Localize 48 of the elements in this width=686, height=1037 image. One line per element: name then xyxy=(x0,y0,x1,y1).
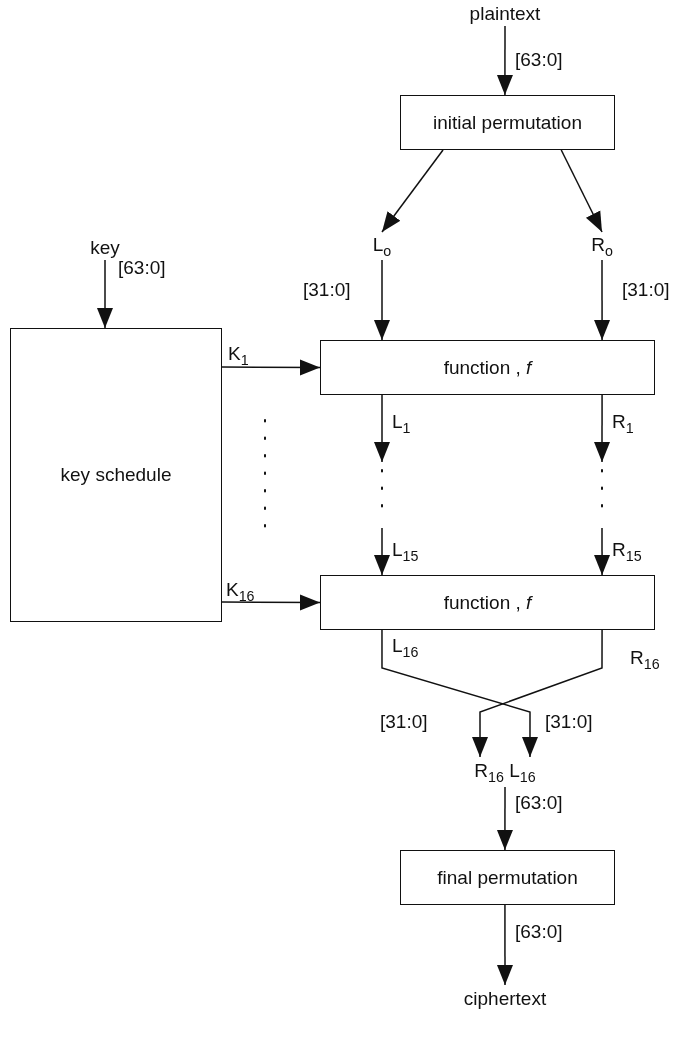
edge-label: R$_{16}$ xyxy=(630,648,660,673)
edge-label: [31:0] xyxy=(622,280,670,301)
arrow xyxy=(221,594,321,611)
edge-label: R$_{1}$ xyxy=(612,412,634,437)
edge-label: [63:0] xyxy=(118,258,166,279)
edge-label: [63:0] xyxy=(515,50,563,71)
edge-label: R$_{15}$ xyxy=(612,540,642,565)
bit-range-label: [31:0] xyxy=(545,712,593,733)
arrow xyxy=(594,527,611,576)
node-text: initial permutation xyxy=(433,111,582,134)
arrow xyxy=(374,259,390,341)
process-box xyxy=(400,850,615,905)
edge-label: [63:0] xyxy=(515,793,563,814)
arrow xyxy=(374,527,390,576)
text-label: key xyxy=(82,236,128,260)
text-label: R$_{o}$ xyxy=(584,232,620,260)
process-box xyxy=(320,575,655,630)
arrow xyxy=(381,149,444,233)
process-box xyxy=(320,340,655,395)
process-box xyxy=(400,95,615,150)
bit-range-label: [31:0] xyxy=(380,712,428,733)
text-label: R$_{16}$ L$_{16}$ xyxy=(450,757,560,787)
node-text: function , f xyxy=(443,356,532,379)
node-text: key schedule xyxy=(60,464,172,486)
process-box xyxy=(10,328,222,622)
edge-label: [31:0] xyxy=(303,280,351,301)
arrow xyxy=(381,629,538,758)
edge-label: L$_{15}$ xyxy=(392,540,419,565)
edge-label: L$_{1}$ xyxy=(392,412,411,437)
edge-label: [63:0] xyxy=(515,922,563,943)
text-label: ciphertext xyxy=(455,985,555,1013)
arrow xyxy=(374,394,390,463)
text-label: L$_{o}$ xyxy=(364,232,400,260)
edge-label: K$_{1}$ xyxy=(228,344,249,369)
arrow xyxy=(472,629,603,758)
arrow xyxy=(560,149,603,233)
arrow xyxy=(497,904,513,986)
arrow xyxy=(221,359,321,376)
node-text: function , f xyxy=(443,591,532,614)
edge-label: L$_{16}$ xyxy=(392,636,419,661)
arrow xyxy=(594,394,610,463)
arrow xyxy=(496,25,513,96)
text-label: plaintext xyxy=(460,2,550,26)
arrow xyxy=(496,786,513,851)
arrow xyxy=(97,259,113,329)
node-text: final permutation xyxy=(437,866,578,889)
arrow xyxy=(594,259,611,341)
edge-label: K$_{16}$ xyxy=(226,580,255,605)
